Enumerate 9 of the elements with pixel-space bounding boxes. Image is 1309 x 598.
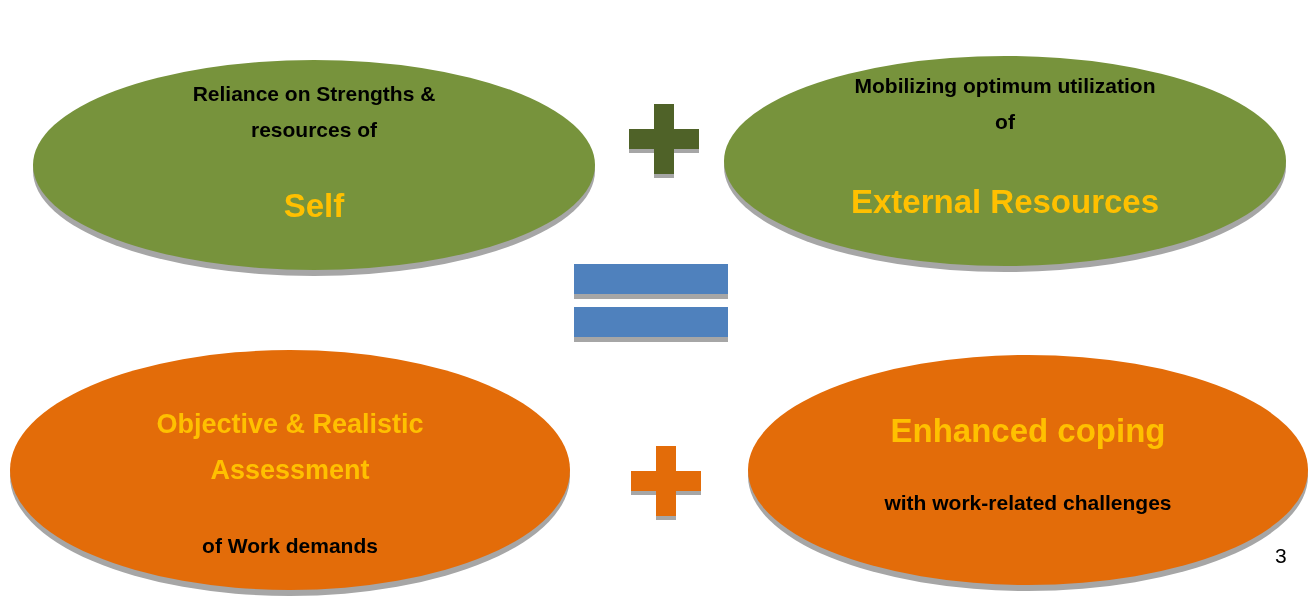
node-subtext: with work-related challenges [883,490,1173,516]
node-subtext: of Work demands [201,533,379,559]
node-subtext: External Resources [849,182,1161,222]
node-text: Enhanced coping [889,411,1167,451]
node-subtext: Self [282,186,346,226]
node-text: Reliance on Strengths & resources of [191,81,437,143]
page-number: 3 [1275,544,1287,568]
node-text: Objective & Realistic Assessment [155,408,425,487]
node-text: Mobilizing optimum utilization of [853,73,1157,135]
